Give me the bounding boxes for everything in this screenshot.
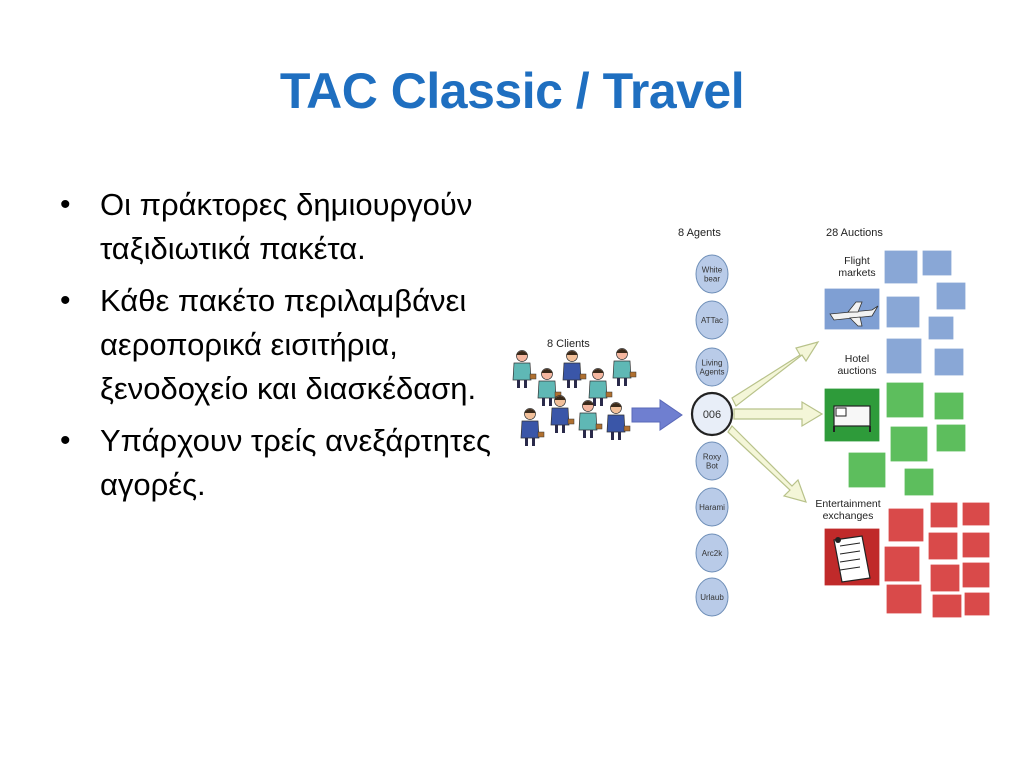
agents-label: 8 Agents — [678, 227, 721, 239]
agent-label: bear — [704, 274, 720, 283]
market-label: exchanges — [823, 510, 874, 522]
agent-circle — [690, 391, 734, 437]
agent-label: Arc2k — [702, 549, 723, 558]
auction-square — [883, 249, 919, 285]
agent-label: Harami — [699, 503, 725, 512]
bullet-text: Υπάρχουν τρείς ανεξάρτητες αγορές. — [100, 423, 491, 502]
agent-node: ATTac — [695, 300, 729, 340]
bullet-item: • Υπάρχουν τρείς ανεξάρτητες αγορές. — [56, 419, 506, 507]
market-label: auctions — [837, 365, 876, 377]
market-label: Entertainment — [815, 498, 880, 510]
agent-label: Urlaub — [700, 593, 724, 602]
slide-title: TAC Classic / Travel — [279, 63, 745, 119]
auction-square — [929, 563, 961, 593]
client-person-icon — [588, 368, 613, 406]
agent-label: Agents — [700, 367, 725, 376]
market-label: markets — [838, 267, 875, 279]
auction-square — [961, 531, 991, 559]
bullet-dot-icon: • — [60, 188, 71, 221]
auction-square — [929, 501, 959, 529]
bullet-item: • Κάθε πακέτο περιλαμβάνει αεροπορικά εισ… — [56, 279, 506, 411]
auction-square — [885, 337, 923, 375]
agent-circle — [695, 254, 729, 294]
client-person-icon — [562, 350, 587, 388]
auction-square — [931, 593, 963, 619]
tac-diagram: 8 Agents 28 Auctions 8 Clients Whitebear… — [512, 227, 991, 619]
auction-square — [883, 545, 921, 583]
agent-node: Arc2k — [695, 533, 729, 573]
bullet-item: • Οι πράκτορες δημιουργούν ταξιδιωτικά πα… — [56, 183, 506, 271]
agent-node: Urlaub — [695, 577, 729, 617]
client-person-icon — [512, 350, 537, 388]
agent-to-entertainment-arrow — [727, 425, 807, 503]
auctions-label: 28 Auctions — [826, 227, 883, 239]
agent-circle — [695, 441, 729, 481]
agent-label: Bot — [706, 461, 719, 470]
client-person-icon — [612, 348, 637, 386]
market-label: Flight — [844, 255, 870, 267]
agent-circle — [695, 300, 729, 340]
clients-label: 8 Clients — [547, 338, 590, 350]
ticket-icon — [823, 527, 881, 587]
agent-label: ATTac — [701, 316, 723, 325]
auction-square — [847, 451, 887, 489]
bullet-list: • Οι πράκτορες δημιουργούν ταξιδιωτικά πα… — [56, 183, 506, 515]
auction-square — [927, 315, 955, 341]
agent-circle — [695, 533, 729, 573]
bullet-text: Κάθε πακέτο περιλαμβάνει αεροπορικά εισι… — [100, 283, 477, 406]
auction-square — [933, 347, 965, 377]
auction-square — [927, 531, 959, 561]
agent-circle — [695, 347, 729, 387]
auction-square — [889, 425, 929, 463]
agent-label: Roxy — [703, 452, 721, 461]
auction-square — [885, 295, 921, 329]
clients-to-agent-arrow — [631, 399, 683, 431]
client-person-icon — [520, 408, 545, 446]
agent-label: White — [702, 265, 723, 274]
bullet-dot-icon: • — [60, 424, 71, 457]
auction-square — [933, 391, 965, 421]
agent-node: 006 — [690, 391, 734, 437]
bed-icon — [823, 387, 881, 443]
clients-group — [512, 348, 637, 446]
agent-to-flight-arrow — [731, 341, 820, 407]
auction-square — [921, 249, 953, 277]
agent-to-hotel-arrow — [733, 400, 824, 428]
auction-square — [885, 583, 923, 615]
auction-square — [887, 507, 925, 543]
auction-square — [961, 501, 991, 527]
auction-square — [885, 381, 925, 419]
client-person-icon — [550, 395, 575, 433]
agent-node: Harami — [695, 487, 729, 527]
agent-circle — [695, 577, 729, 617]
agent-label: 006 — [703, 409, 721, 421]
bullet-text: Οι πράκτορες δημιουργούν ταξιδιωτικά πακ… — [100, 187, 473, 266]
markets-group: FlightmarketsHotelauctionsEntertainmente… — [815, 249, 991, 619]
bullet-dot-icon: • — [60, 284, 71, 317]
auction-square — [935, 281, 967, 311]
agent-label: Living — [702, 358, 723, 367]
auction-square — [903, 467, 935, 497]
auction-square — [935, 423, 967, 453]
auction-square — [961, 561, 991, 589]
market-label: Hotel — [845, 353, 870, 365]
agent-circle — [695, 487, 729, 527]
client-person-icon — [578, 400, 603, 438]
client-person-icon — [606, 402, 631, 440]
airplane-icon — [823, 287, 881, 331]
auction-square — [963, 591, 991, 617]
